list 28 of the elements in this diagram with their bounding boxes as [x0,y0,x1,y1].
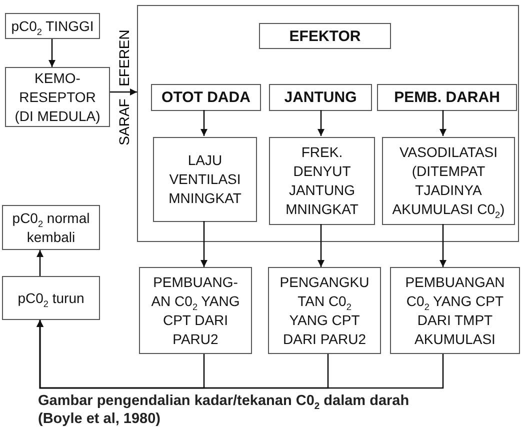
arrow [318,110,324,136]
arrow [440,224,446,267]
arrow [48,39,56,67]
figure-caption: Gambar pengendalian kadar/tekanan C0$_{2}$ dalam darah (Boyle et al, 1980) [38,392,410,427]
process-box: PENGANGKU TAN C0$_{2}$ YANG CPT DARI PARU2 [268,267,381,354]
nerve-label: SARAF [116,98,132,148]
effector-box: PEMB. DARAH [377,84,517,111]
effector-box: OTOT DADA [151,84,261,111]
arrow [200,110,208,136]
process-box: pC0$_{2}$ turun [2,276,100,320]
arrow [200,221,208,267]
process-box: KEMO- RESEPTOR (DI MEDULA) [5,67,110,127]
arrow [36,250,44,276]
nerve-label: EFEREN [116,28,132,88]
effector-box: EFEKTOR [259,23,391,49]
process-box: PEMBUANG- AN C0$_{2}$ YANG CPT DARI PARU2 [139,267,252,354]
arrow [440,110,446,136]
arrow [110,88,137,96]
process-box: pC0$_{2}$ TINGGI [5,13,100,39]
effector-panel [137,5,519,242]
effector-box: JANTUNG [269,84,372,111]
process-box: pC0$_{2}$ normal kembali [2,205,100,250]
arrow [318,224,324,267]
process-box: FREK. DENYUT JANTUNG MNINGKAT [269,137,375,225]
process-box: VASODILATASI (DITEMPAT TJADINYA AKUMULASI C0$_{2}$) [382,137,515,225]
process-box: PEMBUANGAN C0$_{2}$ YANG CPT DARI TMPT AKUMULASI [390,267,520,354]
process-box: LAJU VENTILASI MNINGKAT [153,137,257,222]
arrow [36,320,444,389]
